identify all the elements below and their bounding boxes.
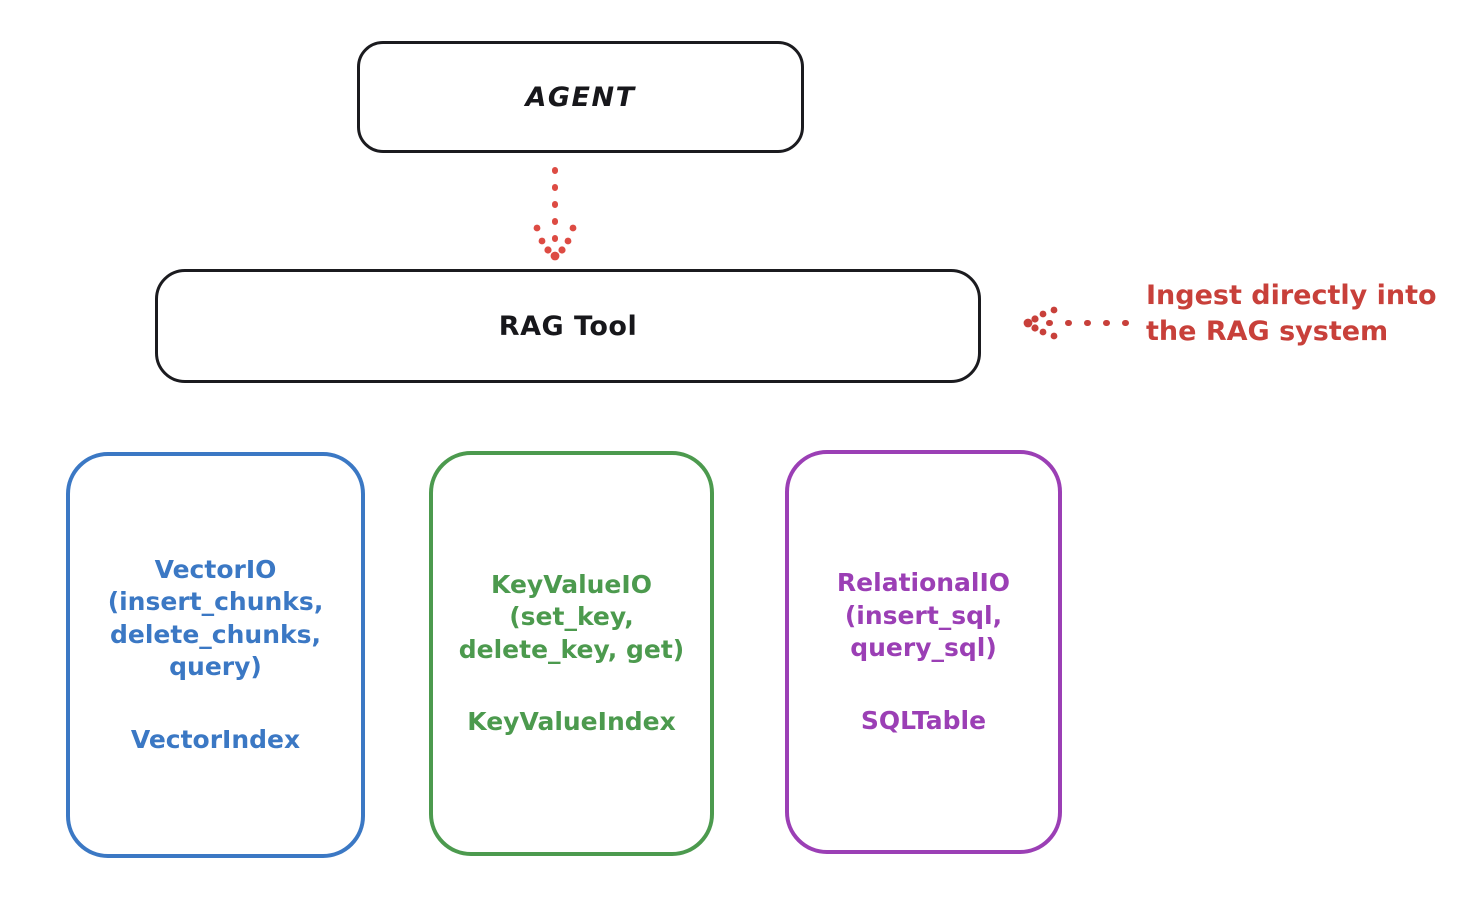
card-vector-io[interactable]: VectorIO (insert_chunks, delete_chunks, … <box>66 452 365 858</box>
node-rag-tool[interactable]: RAG Tool <box>155 269 981 383</box>
connector-annotation-to-rag-tool-icon <box>1023 306 1137 340</box>
connector-agent-to-rag-tool-icon <box>533 167 577 261</box>
card-relational-io-api: RelationalIO (insert_sql, query_sql) <box>836 568 1011 662</box>
node-agent-label: AGENT <box>525 81 636 113</box>
annotation-ingest-note: Ingest directly into the RAG system <box>1146 280 1437 347</box>
node-agent[interactable]: AGENT <box>357 41 804 153</box>
card-relational-io[interactable]: RelationalIO (insert_sql, query_sql) SQL… <box>785 450 1062 854</box>
card-vector-io-api: VectorIO (insert_chunks, delete_chunks, … <box>107 554 324 682</box>
card-relational-io-index: SQLTable <box>860 705 987 735</box>
card-vector-io-index: VectorIndex <box>130 724 301 754</box>
card-key-value-io[interactable]: KeyValueIO (set_key, delete_key, get) Ke… <box>429 451 714 856</box>
card-key-value-io-index: KeyValueIndex <box>467 707 676 736</box>
node-rag-tool-label: RAG Tool <box>498 310 638 342</box>
card-key-value-io-api: KeyValueIO (set_key, delete_key, get) <box>458 569 685 664</box>
